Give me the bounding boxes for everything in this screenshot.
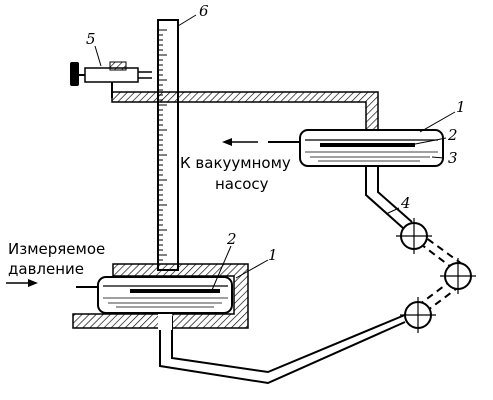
callout-numbers: 6 5 1 2 3 4 2 1 — [86, 2, 466, 264]
upper-vessel — [268, 129, 444, 167]
leader-lines — [94, 14, 456, 291]
text-labels: К вакуумному насосу Измеряемое давление — [8, 154, 291, 278]
pressure-arrow — [6, 279, 38, 287]
callout-joint: 4 — [400, 194, 411, 212]
pressure-label-line2: давление — [8, 260, 84, 278]
callout-upper-vessel: 1 — [456, 98, 466, 116]
joint-circles — [396, 218, 476, 333]
lower-vessel — [76, 276, 233, 314]
measuring-tube — [157, 19, 179, 271]
callout-lower-membrane: 2 — [226, 230, 237, 248]
vacuum-label-line1: К вакуумному — [180, 154, 291, 172]
vacuum-label-line2: насосу — [215, 175, 269, 193]
callout-upper-liquid: 3 — [448, 149, 458, 167]
tube-scale — [158, 29, 167, 261]
callout-valve: 5 — [86, 30, 96, 48]
callout-tube: 6 — [199, 2, 209, 20]
callout-lower-vessel: 1 — [268, 246, 278, 264]
valve — [70, 61, 152, 98]
pressure-label-line1: Измеряемое — [8, 240, 105, 258]
callout-upper-membrane: 2 — [447, 126, 458, 144]
upper-pipe — [111, 91, 379, 131]
vacuum-arrow — [222, 138, 258, 146]
